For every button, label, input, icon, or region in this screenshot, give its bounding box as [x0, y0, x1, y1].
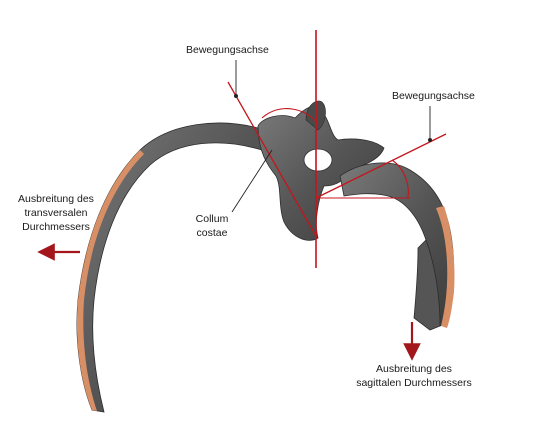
label-transversal-line1: Ausbreitung des — [18, 193, 94, 205]
label-axis-left: Bewegungsachse — [186, 44, 269, 56]
right-axis-angle-arc — [391, 159, 409, 199]
label-collum-costae: Collum costae — [186, 212, 238, 240]
right-rib-end — [413, 239, 441, 331]
leader-collum — [231, 149, 273, 213]
right-rib-cartilage-edge — [436, 206, 455, 328]
label-transversal-line3: Durchmessers — [22, 221, 90, 233]
left-motion-axis — [227, 81, 317, 237]
label-transversal: Ausbreitung des transversalen Durchmesse… — [14, 192, 98, 234]
label-sagittal-line2: sagittalen Durchmessers — [356, 377, 472, 389]
left-rib-cartilage-edge — [76, 150, 144, 411]
vertebral-foramen — [303, 148, 333, 172]
label-sagittal: Ausbreitung des sagittalen Durchmessers — [354, 362, 474, 390]
label-axis-right: Bewegungsachse — [392, 90, 475, 102]
label-costae: costae — [196, 227, 228, 239]
label-collum: Collum — [195, 213, 229, 225]
label-sagittal-line1: Ausbreitung des — [376, 363, 452, 375]
label-transversal-line2: transversalen — [24, 207, 88, 219]
left-rib — [76, 122, 263, 413]
right-motion-axis — [315, 133, 447, 199]
left-axis-angle-arc — [261, 108, 319, 125]
